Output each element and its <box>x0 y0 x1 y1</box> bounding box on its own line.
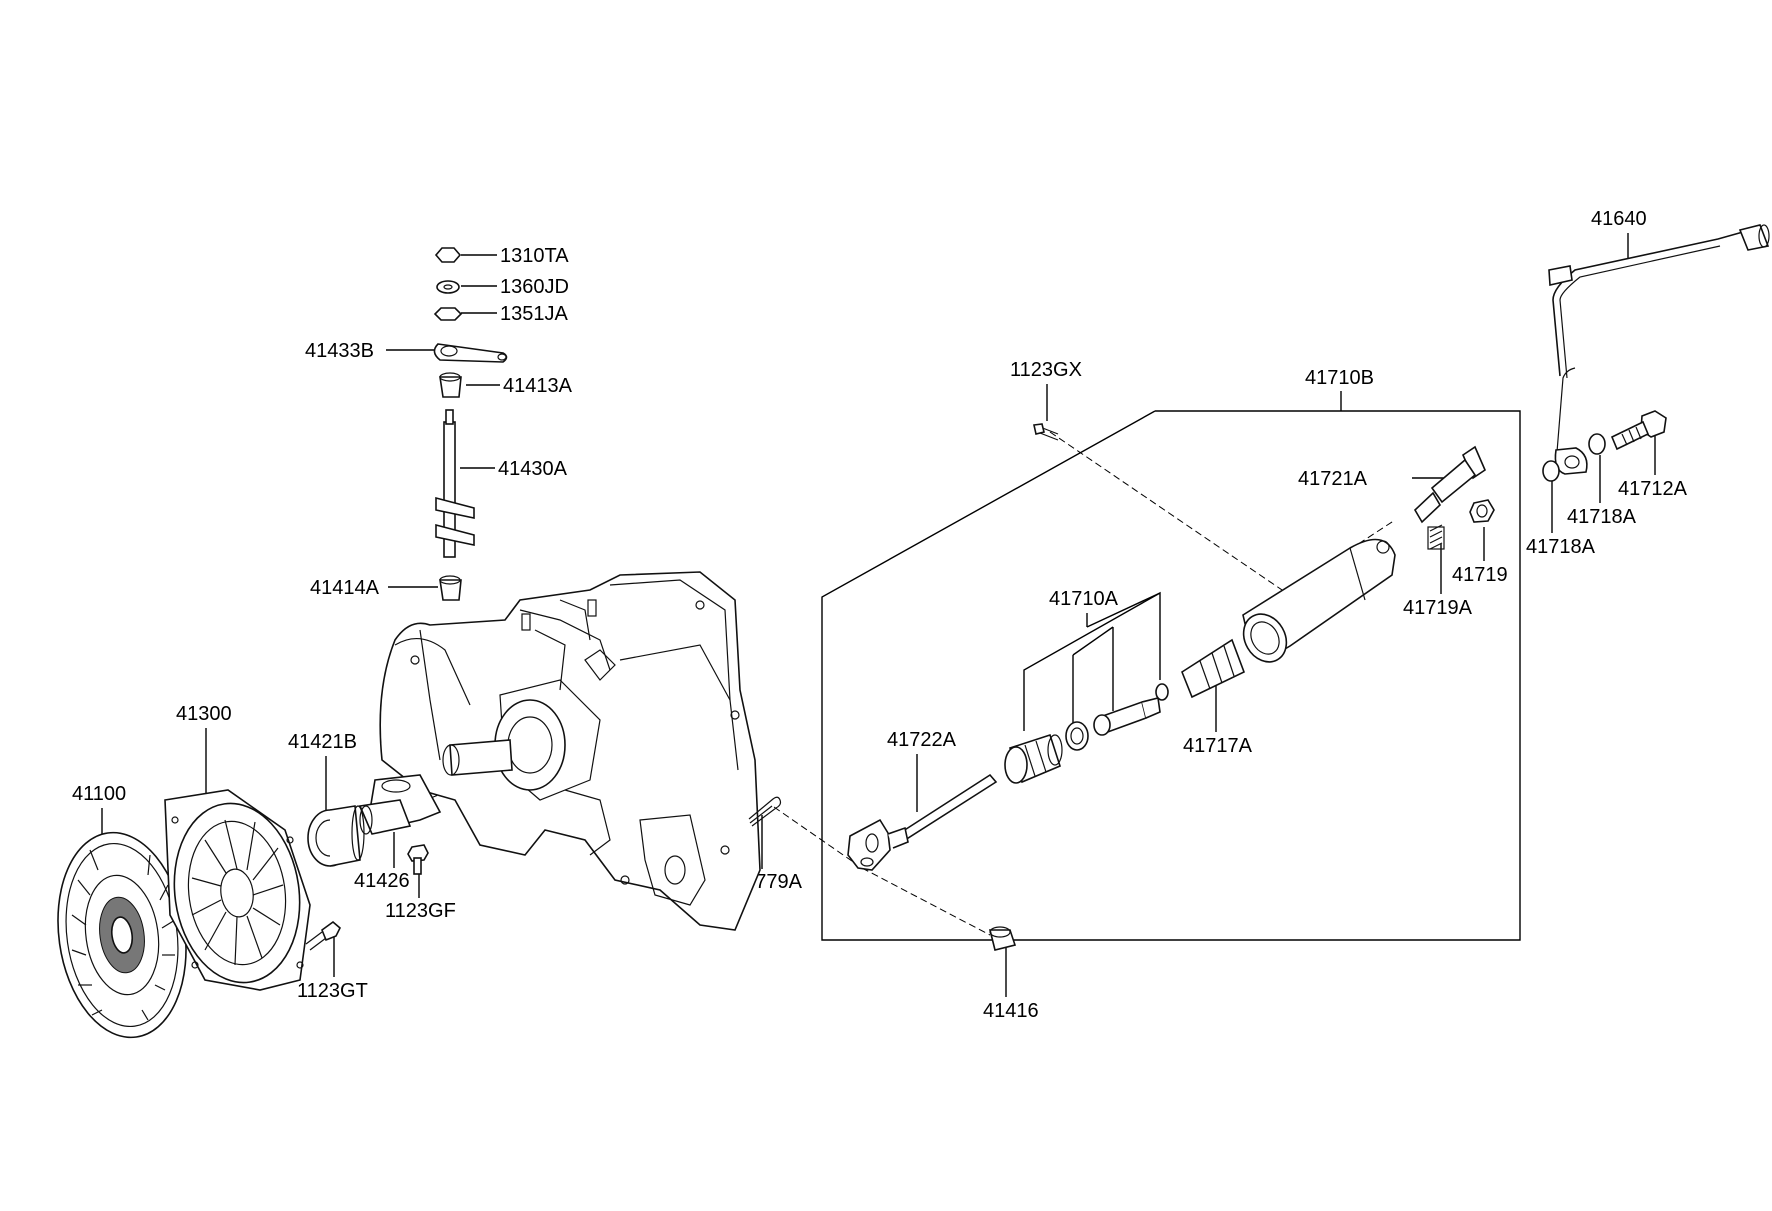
callout-41414A[interactable]: 41414A <box>310 577 380 599</box>
washer-inner-icon <box>443 284 453 290</box>
nut-icon <box>434 247 462 263</box>
bolt-1123GF <box>407 844 429 875</box>
bleeder-cap <box>1469 499 1495 523</box>
transaxle-housing <box>379 571 761 931</box>
shift-lever-stack <box>433 247 508 601</box>
shift-fork-icon <box>435 496 475 519</box>
guide-sleeve <box>358 774 442 835</box>
slave-cylinder-body <box>1242 538 1396 663</box>
cotter-pin <box>748 796 782 827</box>
bolt-1123GT <box>305 920 341 951</box>
callout-41416[interactable]: 41416 <box>983 1000 1039 1022</box>
hydraulic-line <box>1548 224 1770 475</box>
bleeder-screw <box>1413 445 1487 524</box>
callout-41421B[interactable]: 41421B <box>288 731 357 753</box>
callout-41433B[interactable]: 41433B <box>305 340 374 362</box>
callout-41710A[interactable]: 41710A <box>1049 588 1119 610</box>
callout-1123GX[interactable]: 1123GX <box>1010 359 1082 381</box>
bushing-lower-icon <box>439 579 462 601</box>
bolt-1123GX <box>1033 423 1059 441</box>
callout-1310TA[interactable]: 1310TA <box>500 245 569 267</box>
slave-cylinder-parts <box>1004 683 1169 784</box>
clutch-cover <box>164 789 311 991</box>
callout-41413A[interactable]: 41413A <box>503 375 573 397</box>
callout-41712A[interactable]: 41712A <box>1618 478 1688 500</box>
callout-41717A[interactable]: 41717A <box>1183 735 1253 757</box>
washer-upper <box>1588 433 1606 455</box>
clevis-pin <box>988 926 1017 951</box>
callout-41430A[interactable]: 41430A <box>498 458 568 480</box>
bushing-icon <box>439 376 462 398</box>
release-bearing <box>307 805 365 867</box>
lock-nut-icon <box>433 307 463 321</box>
callout-41640[interactable]: 41640 <box>1591 208 1647 230</box>
spring <box>1427 524 1445 550</box>
callout-41719A[interactable]: 41719A <box>1403 597 1473 619</box>
washer-lower <box>1542 460 1560 482</box>
assembly-outline-41710B <box>821 410 1521 941</box>
callout-41426[interactable]: 41426 <box>354 870 410 892</box>
callout-labels: 1310TA 1360JD 1351JA 41433B 41413A 41430… <box>72 208 1688 1022</box>
callout-41719[interactable]: 41719 <box>1452 564 1508 586</box>
callout-41300[interactable]: 41300 <box>176 703 232 725</box>
callout-1123GF[interactable]: 1123GF <box>385 900 456 922</box>
callout-1123GT[interactable]: 1123GT <box>297 980 368 1002</box>
washer-icon <box>436 280 460 294</box>
push-rod <box>847 773 998 871</box>
callout-41710B[interactable]: 41710B <box>1305 367 1374 389</box>
callout-1351JA[interactable]: 1351JA <box>500 303 568 325</box>
callout-41718A-upper[interactable]: 41718A <box>1567 506 1637 528</box>
callout-41721A[interactable]: 41721A <box>1298 468 1368 490</box>
callout-41722A[interactable]: 41722A <box>887 729 957 751</box>
dust-boot <box>1181 638 1246 699</box>
callout-41718A-lower[interactable]: 41718A <box>1526 536 1596 558</box>
banjo-bolt <box>1610 410 1667 451</box>
callout-41100[interactable]: 41100 <box>72 783 126 805</box>
callout-1360JD[interactable]: 1360JD <box>500 276 569 298</box>
clutch-disc <box>57 831 187 1039</box>
